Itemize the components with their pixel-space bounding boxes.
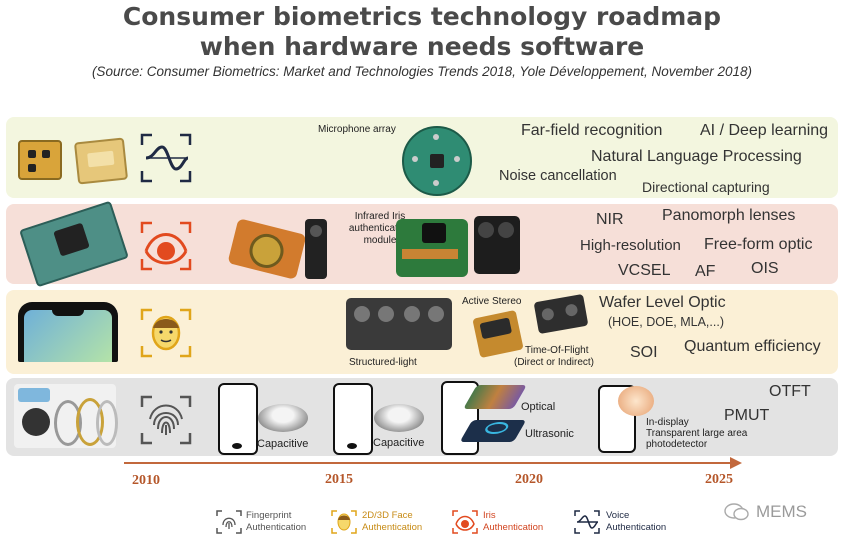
legend-face-line2: Authentication [362,522,423,533]
tof-label: Time-Of-Flight [525,345,589,356]
legend-face-icon [331,510,357,534]
iris-tech-nir: NIR [596,211,624,228]
wechat-icon [724,503,749,521]
capacitive-sensor-image-1 [258,404,308,432]
structured-light-module-image [346,298,452,350]
structured-light-label: Structured-light [349,357,417,368]
in-display-sensor-image [618,386,654,416]
face-tech-hoe: (HOE, DOE, MLA,...) [608,315,724,329]
active-stereo-label: Active Stereo [462,296,522,307]
mic-package-image [73,137,129,185]
timeline-arrow-icon [730,457,742,469]
voice-tech-nlp: Natural Language Processing [591,148,802,165]
fingerprint-tech-otft: OTFT [769,383,811,400]
ultrasonic-label: Ultrasonic [525,428,574,440]
legend-voice-line1: Voice [606,510,630,521]
face-tech-qe: Quantum efficiency [684,338,821,355]
year-2015: 2015 [325,472,353,487]
iris-icon [140,221,192,271]
title-line-1: Consumer biometrics technology roadmap [122,2,722,31]
iris-tech-ois: OIS [751,260,779,277]
mic-component-image [18,140,62,180]
year-2010: 2010 [132,473,160,488]
iris-module-board-image [396,219,468,277]
in-display-sub-label-1: Transparent large area [646,428,748,439]
source-note: (Source: Consumer Biometrics: Market and… [91,64,753,79]
voice-icon [140,133,192,183]
iris-tech-freeform: Free-form optic [704,236,813,253]
iris-tech-af: AF [695,263,716,280]
iris-dual-camera-image [474,216,520,274]
legend-iris-line1: Iris [483,510,496,521]
phone-in-display-2025-image [598,385,636,453]
fingerprint-icon [140,395,192,445]
face-icon [140,308,192,358]
voice-tech-directional: Directional capturing [642,179,770,195]
watermark-text: MEMS [756,502,807,521]
in-display-label: In-display [646,417,689,428]
legend-fingerprint-icon [216,510,242,534]
phone-capacitive-2015-image [333,383,373,455]
voice-tech-far-field: Far-field recognition [521,122,663,139]
tof-sub-label: (Direct or Indirect) [514,357,595,368]
capacitive-sensor-image-2 [374,404,424,432]
voice-tech-noise: Noise cancellation [499,168,617,184]
face-tech-wlo: Wafer Level Optic [599,294,726,311]
phone-capacitive-2010-image [218,383,258,455]
iris-tech-panomorph: Panomorph lenses [662,207,796,224]
legend-iris-icon [452,510,478,534]
year-2025: 2025 [705,472,733,487]
legend-voice-icon [574,510,600,534]
fingerprint-sensor-stack-image [14,384,118,448]
face-tech-soi: SOI [630,344,658,361]
legend-voice-line2: Authentication [606,522,667,533]
fingerprint-tech-pmut: PMUT [724,407,770,424]
phone-notch-image [18,302,118,362]
legend-fingerprint-line1: Fingerprint [246,510,292,521]
in-display-sub-label-2: photodetector [646,439,708,450]
title-line-2: when hardware needs software [199,32,645,61]
optical-label: Optical [521,401,556,413]
year-2020: 2020 [515,472,543,487]
legend-iris-line2: Authentication [483,522,544,533]
iris-camera-image-2 [305,219,327,279]
microphone-array-image [402,126,472,196]
voice-tech-ai: AI / Deep learning [700,122,829,139]
legend-face-line1: 2D/3D Face [362,510,413,521]
microphone-array-label: Microphone array [318,124,396,135]
iris-module-label: Infrared Iris authentication module [348,211,412,246]
timeline-axis [124,462,732,464]
iris-tech-vcsel: VCSEL [618,262,671,279]
legend-fingerprint-line2: Authentication [246,522,307,533]
capacitive-label-2: Capacitive [373,437,425,449]
capacitive-label-1: Capacitive [257,438,309,450]
iris-tech-high-res: High-resolution [580,237,681,254]
